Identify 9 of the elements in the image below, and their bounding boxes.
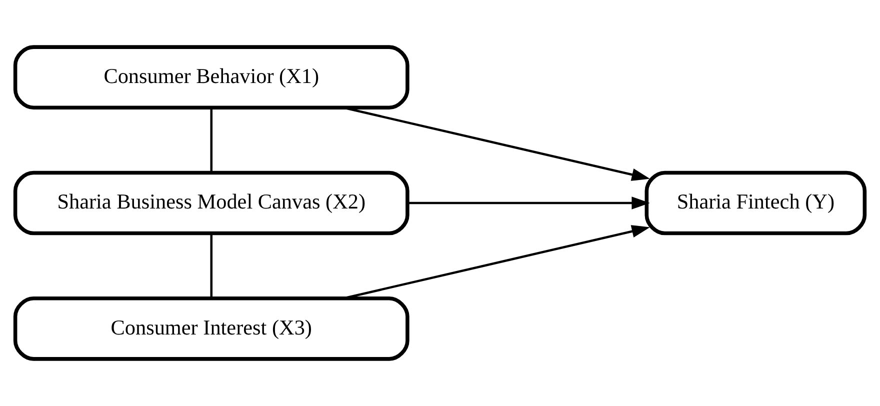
node-box: Sharia Business Model Canvas (X2) <box>13 170 410 236</box>
node-box: Sharia Fintech (Y) <box>644 170 867 236</box>
arrow <box>344 106 650 181</box>
node-box: Consumer Interest (X3) <box>13 296 410 361</box>
connector <box>210 108 213 173</box>
node-box: Consumer Behavior (X1) <box>13 45 410 110</box>
arrow <box>408 196 650 210</box>
arrow <box>344 225 650 300</box>
connector <box>210 234 213 298</box>
